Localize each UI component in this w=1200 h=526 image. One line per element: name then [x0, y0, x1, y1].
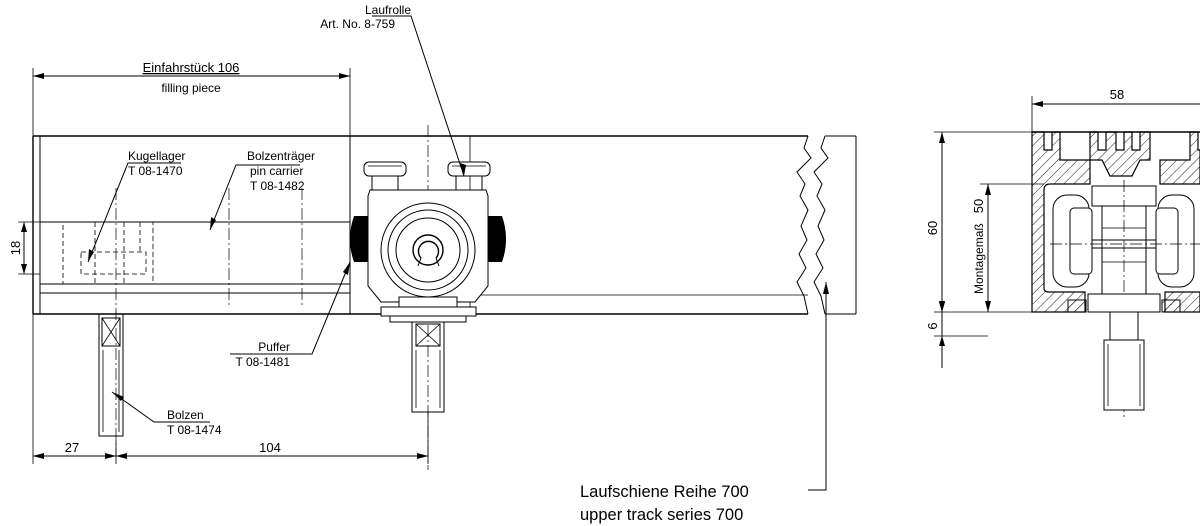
leader-laufschiene	[808, 282, 827, 491]
label-upper-track: upper track series 700	[580, 506, 743, 524]
rail-outline	[32, 135, 808, 315]
label-montagemass: Montagemaß	[972, 223, 986, 294]
label-kugellager-no: T 08-1470	[128, 164, 183, 178]
leader-laufrolle	[372, 15, 465, 177]
label-bolzentraeger-no: T 08-1482	[250, 179, 305, 193]
dimension-18-label: 18	[8, 241, 23, 255]
leader-bolzentraeger	[209, 164, 300, 231]
dimension-6: 6	[925, 300, 1032, 368]
label-kugellager: Kugellager	[128, 149, 185, 163]
dimension-18: 18	[8, 221, 40, 275]
label-filling-piece: filling piece	[161, 81, 221, 95]
dimension-104-label: 104	[259, 440, 281, 455]
leader-puffer	[230, 261, 351, 355]
label-einfahrstueck: Einfahrstück 106	[143, 60, 240, 75]
label-puffer: Puffer	[258, 340, 290, 354]
dimension-6-label: 6	[925, 322, 940, 329]
break-lines	[796, 135, 857, 315]
dimension-einfahrstueck	[32, 68, 351, 136]
label-puffer-no: T 08-1481	[236, 355, 291, 369]
label-laufrolle-art-no: Art. No. 8-759	[320, 17, 395, 31]
label-laufrolle: Laufrolle	[365, 3, 411, 17]
label-pin-carrier: pin carrier	[250, 164, 303, 178]
dimension-58-label: 58	[1110, 87, 1124, 102]
puffer-left-block	[350, 216, 368, 262]
kugellager-hidden-outline	[62, 221, 154, 285]
label-bolzen: Bolzen	[167, 408, 204, 422]
puffer-right-block	[488, 216, 506, 262]
leader-kugellager	[87, 162, 181, 263]
dimension-58: 58	[1031, 87, 1200, 160]
dimension-60-label: 60	[925, 221, 940, 235]
label-laufschiene: Laufschiene Reihe 700	[580, 483, 749, 501]
bolzen-pin	[98, 313, 124, 437]
side-view: 18 27 104 Einfahrstück 106 filling piece…	[8, 3, 857, 524]
label-bolzen-no: T 08-1474	[167, 423, 222, 437]
dimension-27-104: 27 104	[32, 314, 429, 464]
track-profile-section	[1031, 131, 1200, 313]
dimension-montagemass-50: Montagemaß 50	[971, 183, 1044, 312]
section-roller-assembly	[1050, 180, 1200, 420]
label-bolzentraeger: Bolzenträger	[247, 149, 315, 163]
laufrolle-assembly	[363, 161, 491, 413]
leader-bolzen	[111, 391, 210, 423]
section-view: 58	[925, 87, 1200, 420]
dimension-27-label: 27	[65, 440, 79, 455]
dimension-50-label: 50	[971, 199, 986, 213]
